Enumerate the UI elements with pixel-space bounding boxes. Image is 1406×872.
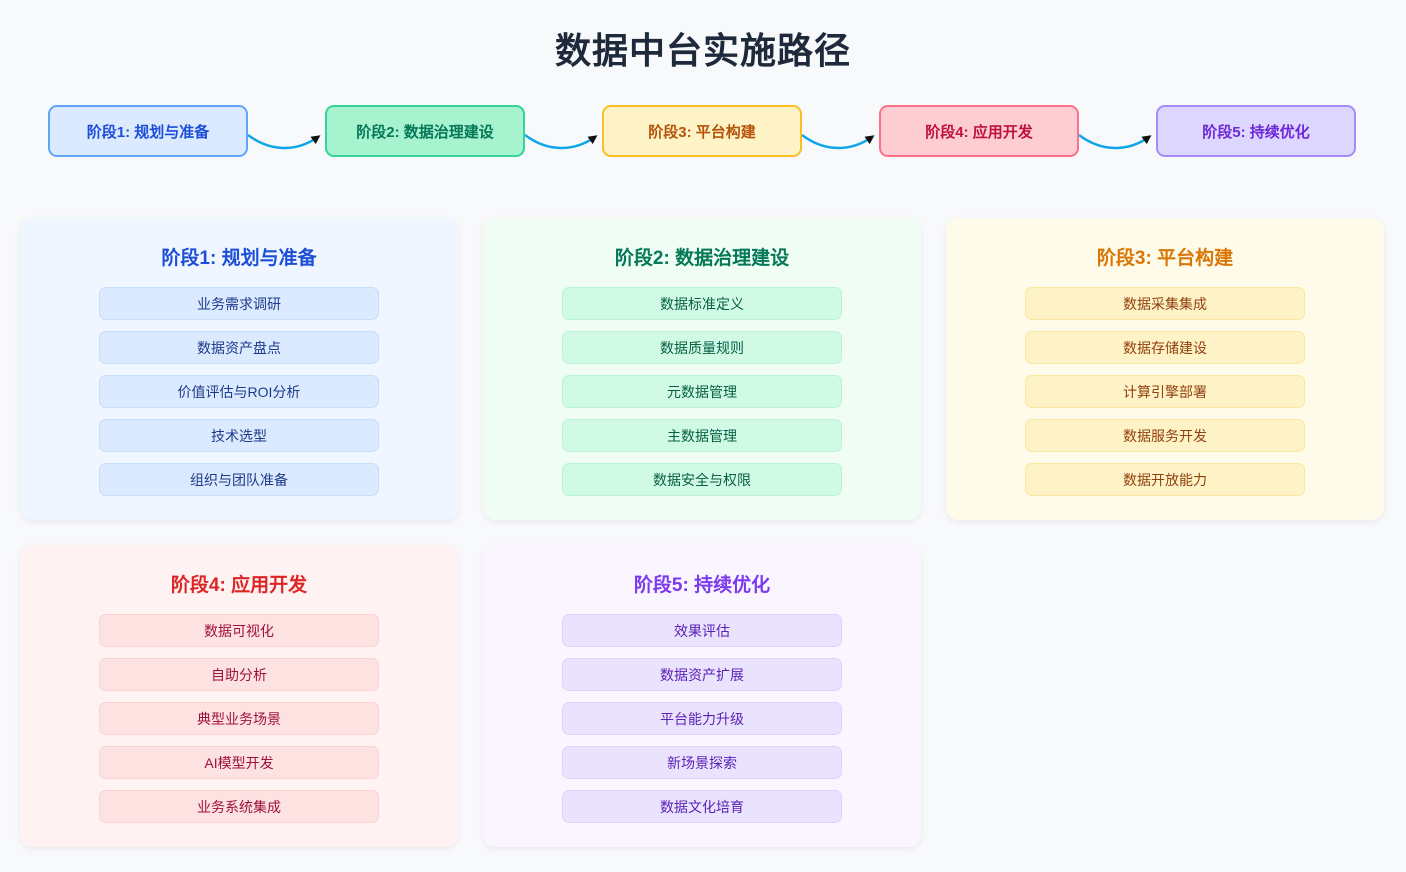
phase-card-5: 阶段5: 持续优化 效果评估 数据资产扩展 平台能力升级 新场景探索 数据文化培…: [483, 545, 921, 847]
phase-task-item[interactable]: 数据服务开发: [1025, 419, 1305, 452]
phase-card-2: 阶段2: 数据治理建设 数据标准定义 数据质量规则 元数据管理 主数据管理 数据…: [483, 218, 921, 520]
phase-card-title: 阶段3: 平台构建: [1096, 248, 1234, 269]
connector-4-5: [1078, 134, 1152, 150]
page-title: 数据中台实施路径: [554, 30, 851, 71]
phase-task-item[interactable]: 组织与团队准备: [99, 463, 379, 496]
phase-task-item[interactable]: 业务系统集成: [99, 790, 379, 823]
phase-card-title: 阶段2: 数据治理建设: [614, 248, 790, 269]
flow-connectors: [247, 134, 1152, 150]
phase-task-item[interactable]: 计算引擎部署: [1025, 375, 1305, 408]
phase-task-item[interactable]: 数据安全与权限: [562, 463, 842, 496]
phase-card-3: 阶段3: 平台构建 数据采集集成 数据存储建设 计算引擎部署 数据服务开发 数据…: [946, 218, 1384, 520]
phase-card-title: 阶段5: 持续优化: [633, 575, 771, 596]
flow-node-label: 阶段3: 平台构建: [648, 123, 756, 141]
phase-task-item[interactable]: 新场景探索: [562, 746, 842, 779]
phase-task-item[interactable]: 数据文化培育: [562, 790, 842, 823]
phase-task-item[interactable]: 技术选型: [99, 419, 379, 452]
phase-task-item[interactable]: 主数据管理: [562, 419, 842, 452]
phase-task-item[interactable]: 数据存储建设: [1025, 331, 1305, 364]
flow-node-phase-3[interactable]: 阶段3: 平台构建: [602, 105, 802, 157]
phase-task-item[interactable]: 平台能力升级: [562, 702, 842, 735]
flow-node-label: 阶段2: 数据治理建设: [356, 123, 494, 141]
connector-3-4: [801, 134, 875, 150]
phase-task-item[interactable]: 效果评估: [562, 614, 842, 647]
flow-node-label: 阶段4: 应用开发: [925, 123, 1033, 141]
phase-flow-diagram: 阶段1: 规划与准备 阶段2: 数据治理建设 阶段3: 平台构建 阶段4: 应用…: [0, 105, 1406, 177]
phase-task-item[interactable]: 数据资产扩展: [562, 658, 842, 691]
phase-task-item[interactable]: AI模型开发: [99, 746, 379, 779]
phase-task-item[interactable]: 元数据管理: [562, 375, 842, 408]
phase-detail-cards: 阶段1: 规划与准备 业务需求调研 数据资产盘点 价值评估与ROI分析 技术选型…: [20, 218, 1388, 847]
flow-node-phase-1[interactable]: 阶段1: 规划与准备: [48, 105, 248, 157]
flow-node-phase-2[interactable]: 阶段2: 数据治理建设: [325, 105, 525, 157]
phase-task-item[interactable]: 数据采集集成: [1025, 287, 1305, 320]
phase-task-item[interactable]: 数据标准定义: [562, 287, 842, 320]
phase-task-item[interactable]: 业务需求调研: [99, 287, 379, 320]
phase-card-title: 阶段4: 应用开发: [170, 575, 308, 596]
flow-node-phase-4[interactable]: 阶段4: 应用开发: [879, 105, 1079, 157]
phase-task-item[interactable]: 数据可视化: [99, 614, 379, 647]
phase-card-4: 阶段4: 应用开发 数据可视化 自助分析 典型业务场景 AI模型开发 业务系统集…: [20, 545, 458, 847]
flow-node-label: 阶段5: 持续优化: [1202, 123, 1310, 141]
phase-task-item[interactable]: 自助分析: [99, 658, 379, 691]
connector-1-2: [247, 134, 321, 150]
flow-node-phase-5[interactable]: 阶段5: 持续优化: [1156, 105, 1356, 157]
phase-task-item[interactable]: 数据资产盘点: [99, 331, 379, 364]
connector-2-3: [524, 134, 598, 150]
phase-card-1: 阶段1: 规划与准备 业务需求调研 数据资产盘点 价值评估与ROI分析 技术选型…: [20, 218, 458, 520]
phase-task-item[interactable]: 价值评估与ROI分析: [99, 375, 379, 408]
flow-node-label: 阶段1: 规划与准备: [86, 123, 210, 141]
phase-task-item[interactable]: 典型业务场景: [99, 702, 379, 735]
phase-task-item[interactable]: 数据开放能力: [1025, 463, 1305, 496]
phase-card-title: 阶段1: 规划与准备: [161, 248, 317, 269]
phase-task-item[interactable]: 数据质量规则: [562, 331, 842, 364]
